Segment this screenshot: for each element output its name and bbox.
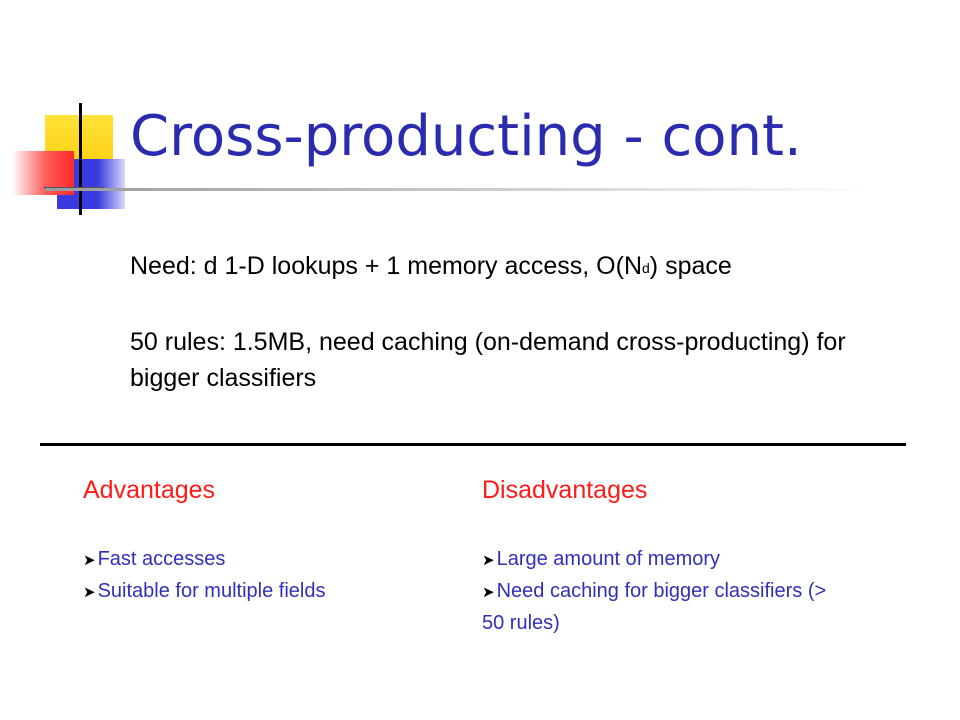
need-suffix: ) space (649, 252, 732, 280)
list-item-text: Need caching for bigger classifiers (> 5… (482, 580, 827, 634)
list-item: ➤Suitable for multiple fields (83, 576, 443, 608)
need-exponent: d (642, 260, 650, 276)
divider (40, 443, 906, 446)
advantages-list: ➤Fast accesses ➤Suitable for multiple fi… (83, 544, 443, 608)
slide-title: Cross-producting - cont. (130, 104, 802, 169)
advantages-column: Advantages ➤Fast accesses ➤Suitable for … (83, 474, 443, 608)
need-prefix: Need: d 1-D lookups + 1 memory access, O… (130, 252, 642, 280)
arrow-bullet-icon: ➤ (83, 584, 96, 601)
arrow-bullet-icon: ➤ (482, 552, 495, 569)
list-item-text: Large amount of memory (496, 548, 721, 570)
arrow-bullet-icon: ➤ (482, 584, 495, 601)
rules-statement: 50 rules: 1.5MB, need caching (on-demand… (130, 328, 846, 392)
list-item: ➤Need caching for bigger classifiers (> … (482, 576, 842, 639)
disadvantages-list: ➤Large amount of memory ➤Need caching fo… (482, 544, 842, 639)
list-item-text: Fast accesses (97, 548, 226, 570)
arrow-bullet-icon: ➤ (83, 552, 96, 569)
list-item: ➤Large amount of memory (482, 544, 842, 576)
list-item: ➤Fast accesses (83, 544, 443, 576)
list-item-text: Suitable for multiple fields (97, 580, 326, 602)
need-statement: Need: d 1-D lookups + 1 memory access, O… (130, 248, 732, 284)
disadvantages-heading: Disadvantages (482, 476, 648, 504)
advantages-heading: Advantages (83, 476, 216, 504)
disadvantages-column: Disadvantages ➤Large amount of memory ➤N… (482, 474, 842, 639)
logo-blocks-icon (12, 103, 125, 215)
title-underline (45, 188, 875, 191)
